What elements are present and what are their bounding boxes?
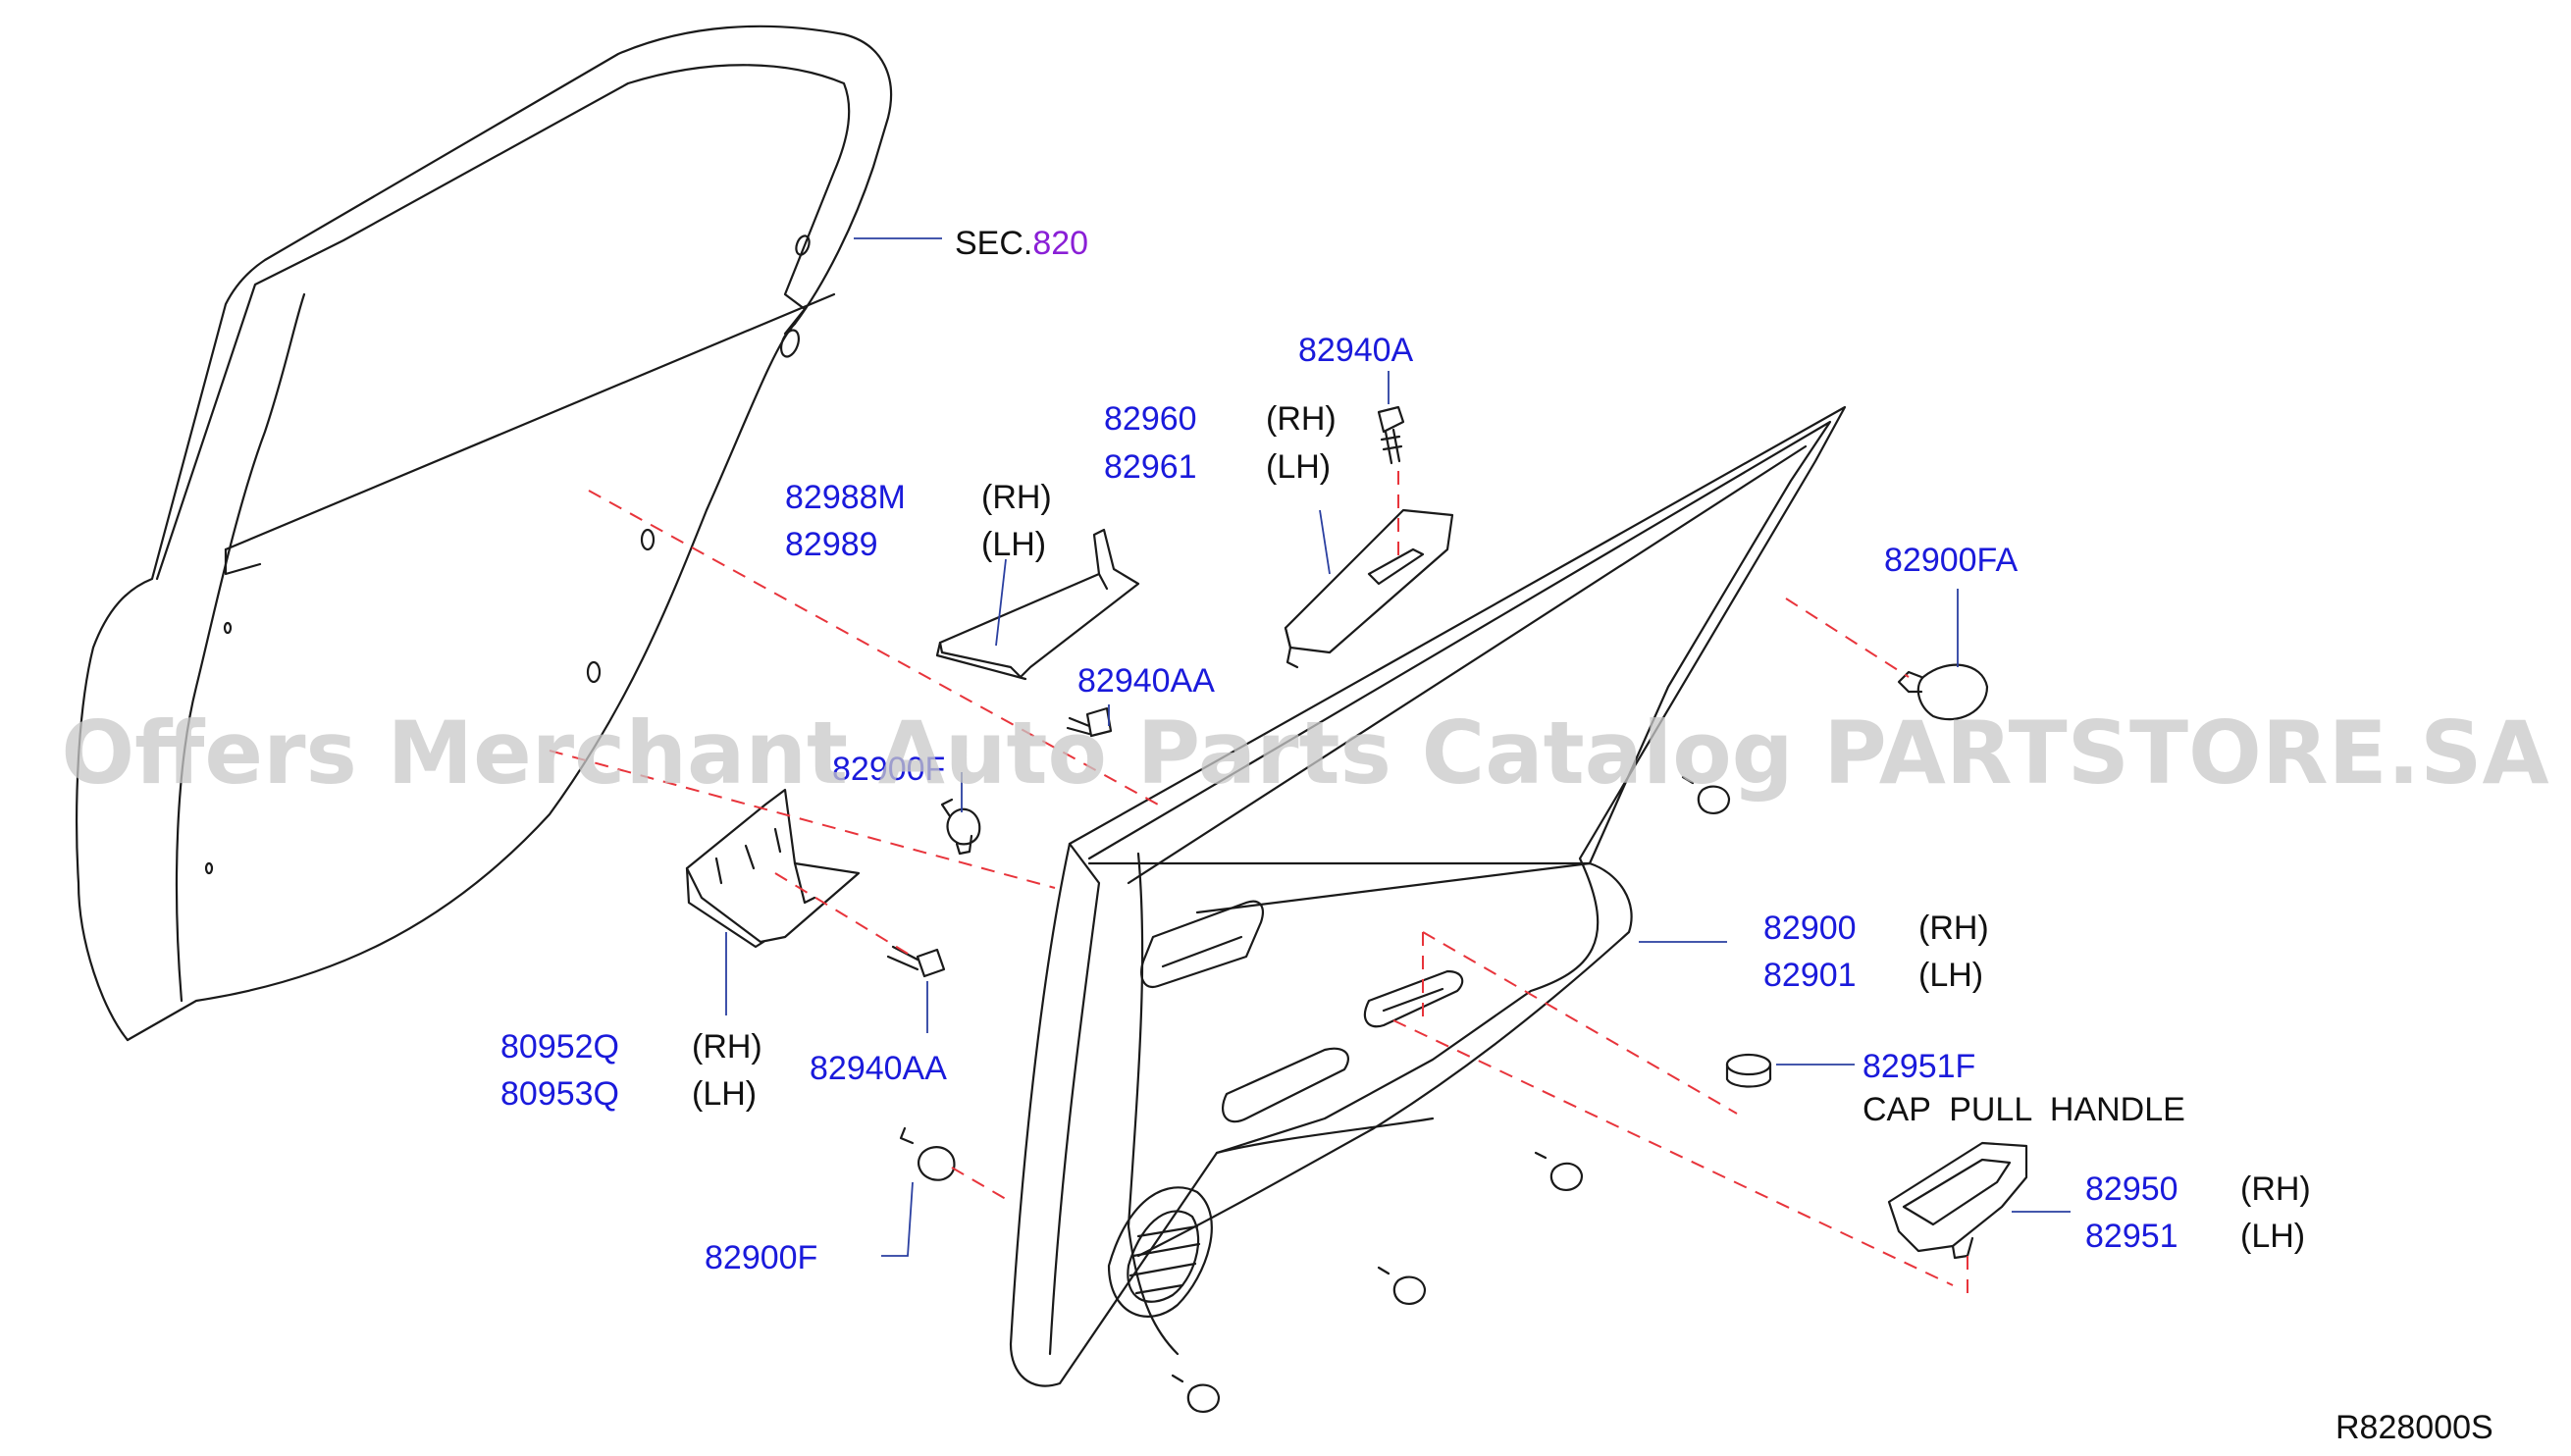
- label-80953Q-lh: (LH): [692, 1075, 757, 1113]
- label-82960: 82960: [1104, 400, 1197, 438]
- callout-labels: SEC.820 82940A 82960 (RH) 82961 (LH) 829…: [500, 225, 2493, 1446]
- switch-finisher: [1284, 508, 1454, 669]
- bracket-82988M: [935, 528, 1140, 681]
- cap-pull-handle: [1725, 1053, 1772, 1088]
- pull-handle: [1887, 1141, 2028, 1260]
- diagram-code: R828000S: [2335, 1409, 2493, 1446]
- label-82900F-bottom: 82900F: [705, 1239, 817, 1276]
- label-82900FA: 82900FA: [1884, 542, 2018, 579]
- label-82900: 82900: [1763, 910, 1857, 947]
- label-82961: 82961: [1104, 448, 1197, 486]
- label-82951F: 82951F: [1863, 1048, 1975, 1085]
- door-inner-panel: [76, 25, 893, 1042]
- label-82940AA-top: 82940AA: [1077, 662, 1215, 700]
- label-82950-rh: (RH): [2240, 1170, 2311, 1208]
- trim-clip-1: [1534, 1151, 1584, 1191]
- screw-82940AA-bottom: [886, 945, 946, 978]
- screw-82940AA-top: [1066, 706, 1113, 738]
- label-80953Q: 80953Q: [500, 1075, 619, 1113]
- clip-82900F-upper: [940, 798, 981, 856]
- clip-82900F-lower: [899, 1126, 956, 1181]
- leader-lines: [725, 237, 2071, 1257]
- label-82989-lh: (LH): [981, 526, 1046, 563]
- label-82989: 82989: [785, 526, 878, 563]
- label-82940A: 82940A: [1298, 332, 1414, 369]
- label-82960-rh: (RH): [1266, 400, 1337, 438]
- screw-82940A: [1377, 405, 1405, 465]
- label-82988M: 82988M: [785, 479, 906, 516]
- label-82901: 82901: [1763, 957, 1857, 994]
- section-ref-label: SEC.820: [955, 225, 1088, 262]
- trim-clip-3: [1171, 1374, 1221, 1413]
- label-80952Q-rh: (RH): [692, 1028, 762, 1066]
- label-82988M-rh: (RH): [981, 479, 1052, 516]
- clip-82900FA: [1897, 663, 1989, 721]
- label-82900-rh: (RH): [1918, 910, 1989, 947]
- label-80952Q: 80952Q: [500, 1028, 619, 1066]
- label-cap-pull-handle: CAP PULL HANDLE: [1863, 1091, 2185, 1128]
- bracket-80952Q: [685, 788, 861, 949]
- door-trim-board: [1009, 405, 1847, 1387]
- label-82901-lh: (LH): [1918, 957, 1983, 994]
- watermark-text: Offers Merchant Auto Parts Catalog PARTS…: [61, 702, 2548, 804]
- trim-clip-2: [1377, 1266, 1427, 1305]
- label-82951: 82951: [2085, 1218, 2178, 1255]
- trim-clip-4: [1681, 775, 1731, 814]
- label-82951-lh: (LH): [2240, 1218, 2305, 1255]
- label-82961-lh: (LH): [1266, 448, 1331, 486]
- label-82940AA-bottom: 82940AA: [810, 1050, 947, 1087]
- label-82950: 82950: [2085, 1170, 2178, 1208]
- label-82900F-partial: 82900F: [832, 751, 945, 788]
- assembly-centerlines: [549, 471, 1968, 1295]
